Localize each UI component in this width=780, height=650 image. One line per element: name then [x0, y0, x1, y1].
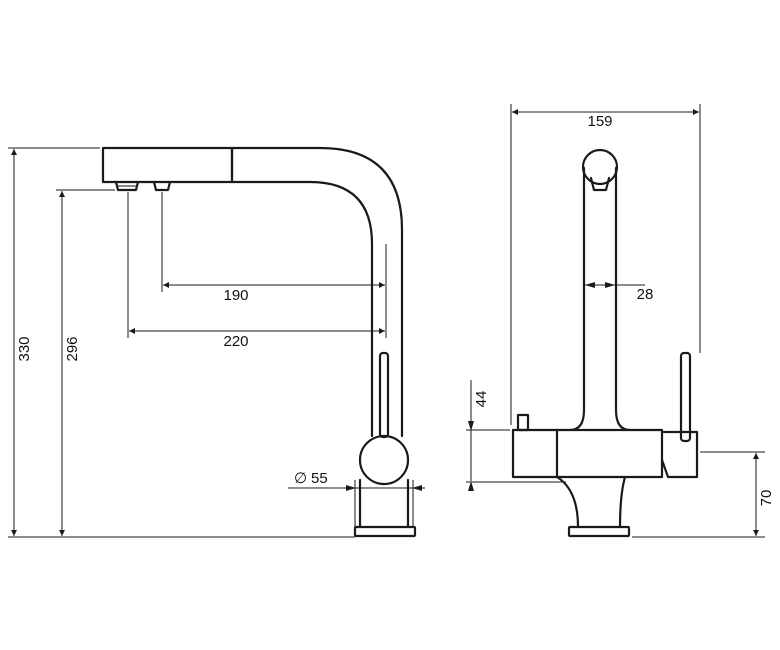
- dim-55-symbol: ∅: [294, 470, 307, 487]
- side-lever: [378, 351, 390, 439]
- side-base-plate: [353, 525, 417, 538]
- dim-330-label: 330: [16, 336, 33, 361]
- front-spout-column: [582, 166, 618, 412]
- dim-70-label: 70: [758, 490, 775, 507]
- front-lever-housing: [660, 430, 699, 479]
- dim-190-label: 190: [223, 287, 248, 304]
- dim-220-label: 220: [223, 333, 248, 350]
- front-lever: [679, 351, 692, 443]
- front-body: [511, 428, 664, 479]
- side-pullout-head: [101, 146, 234, 184]
- dim-159-label: 159: [587, 113, 612, 130]
- side-spout-inner: [230, 180, 374, 438]
- side-nozzle-1: [114, 180, 140, 192]
- dim-55-label: 55: [311, 470, 328, 487]
- dim-44-label: 44: [473, 391, 490, 408]
- side-body-circle: [358, 434, 410, 486]
- side-spout-outer: [230, 146, 404, 438]
- dim-296-label: 296: [64, 336, 81, 361]
- dim-28-label: 28: [637, 286, 654, 303]
- side-nozzle-2: [152, 180, 172, 192]
- side-base-neck: [358, 478, 410, 529]
- front-spout-head: [581, 148, 619, 186]
- side-view: 330 296 190 220 ∅ 55: [8, 146, 425, 538]
- front-view: 159 28 44 70: [466, 104, 775, 538]
- front-left-knob: [516, 413, 530, 432]
- front-base-plate: [567, 525, 631, 538]
- front-body-legs: [555, 475, 627, 529]
